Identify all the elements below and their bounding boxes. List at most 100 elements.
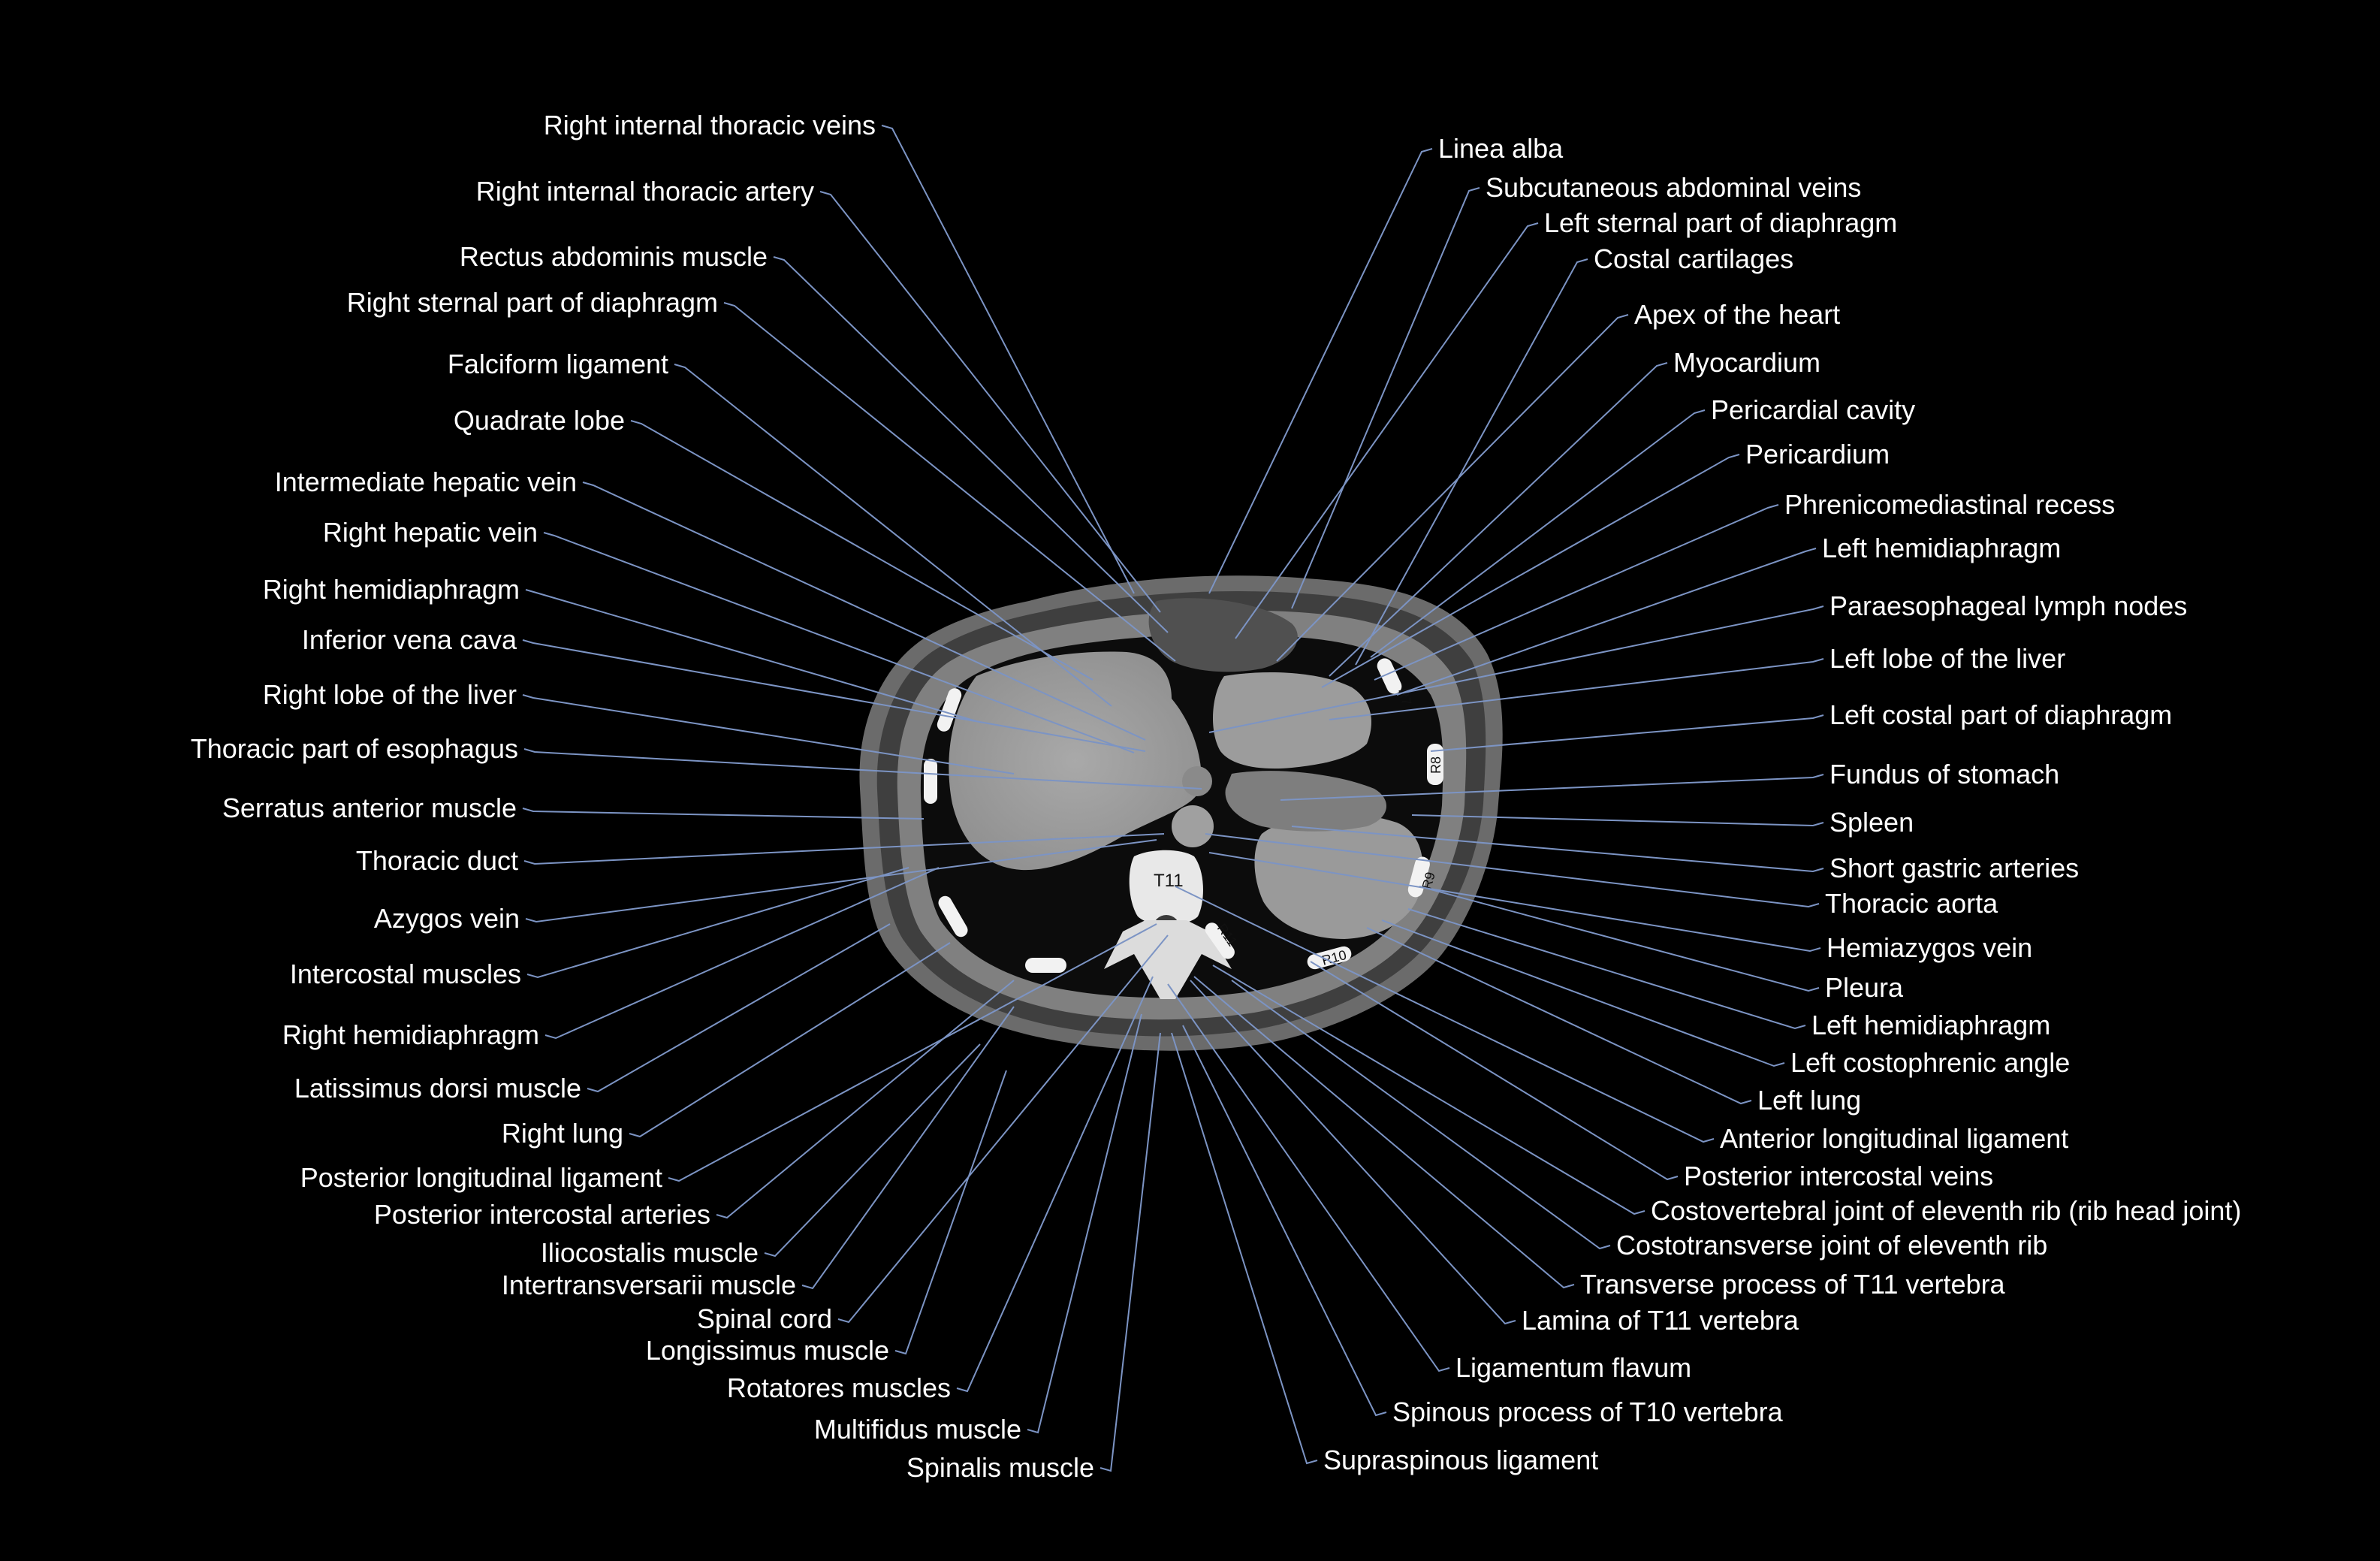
leader-line <box>1411 814 1824 827</box>
anatomy-label: Right internal thoracic artery <box>475 176 814 207</box>
leader-line <box>1321 454 1740 688</box>
leader-line <box>1208 148 1433 594</box>
leader-line <box>522 808 925 820</box>
left-lobe-liver <box>1212 672 1371 769</box>
leader-line <box>894 1070 1007 1355</box>
leader-line <box>1167 983 1450 1372</box>
leader-line <box>526 867 909 979</box>
anatomy-label: Right sternal part of diaphragm <box>346 287 718 318</box>
leader-line <box>773 256 1169 633</box>
anatomy-label: Rotatores muscles <box>726 1372 951 1403</box>
anatomy-label: Left hemidiaphragm <box>1811 1010 2051 1040</box>
leader-line <box>1355 258 1588 666</box>
anatomy-label: Quadrate lobe <box>453 405 625 436</box>
anatomy-label: Intermediate hepatic vein <box>274 466 577 497</box>
leader-line <box>1419 886 1820 992</box>
anatomy-label: Myocardium <box>1673 347 1821 378</box>
anatomy-label: Left costal part of diaphragm <box>1829 699 2173 730</box>
heart <box>1148 598 1298 672</box>
right-rib-2 <box>924 759 937 804</box>
leader-line <box>801 1006 1015 1290</box>
anatomy-label: Left lobe of the liver <box>1829 643 2066 674</box>
anatomy-label: Costovertebral joint of eleventh rib (ri… <box>1651 1195 2242 1226</box>
leader-line <box>1430 714 1824 752</box>
leader-line <box>1212 965 1645 1215</box>
anatomy-label: Supraspinous ligament <box>1323 1445 1599 1475</box>
anatomy-label: Azygos vein <box>373 903 520 934</box>
rib-label-r8: R8 <box>1428 756 1443 774</box>
rib-r11 <box>1205 922 1235 959</box>
anatomy-label: Spleen <box>1829 807 1914 838</box>
anatomy-label: Pericardial cavity <box>1711 394 1916 425</box>
anatomy-label: Anterior longitudinal ligament <box>1720 1123 2069 1154</box>
leader-line <box>716 980 1015 1219</box>
leader-line <box>1276 314 1629 662</box>
right-rib-3 <box>938 895 968 938</box>
anatomy-label: Left hemidiaphragm <box>1822 533 2062 563</box>
anatomy-label: Left costophrenic angle <box>1790 1047 2071 1078</box>
leader-line <box>582 482 1146 741</box>
leader-line <box>1329 362 1668 677</box>
anatomy-label: Rectus abdominis muscle <box>459 241 768 272</box>
anatomy-label: Pericardium <box>1745 439 1890 470</box>
anatomy-label: Falciform ligament <box>447 349 668 379</box>
anatomy-label: Transverse process of T11 vertebra <box>1580 1269 2005 1300</box>
leader-line <box>1175 886 1715 1143</box>
posterior-elements <box>1104 920 1232 999</box>
leader-line <box>1329 658 1824 720</box>
anatomy-label: Costotransverse joint of eleventh rib <box>1616 1230 2048 1261</box>
anatomy-label: Latissimus dorsi muscle <box>294 1073 581 1104</box>
leader-lines <box>522 125 1824 1472</box>
right-rib-4 <box>1025 958 1066 973</box>
anatomy-label: Intercostal muscles <box>289 959 521 989</box>
leader-line <box>544 867 940 1040</box>
leader-line <box>1407 908 1806 1030</box>
anatomy-label: Apex of the heart <box>1634 299 1841 330</box>
leader-line <box>1231 980 1611 1250</box>
anatomy-label: Phrenicomediastinal recess <box>1784 489 2116 520</box>
anatomy-label: Costal cartilages <box>1594 243 1794 274</box>
vertebra-t11 <box>1129 850 1203 925</box>
anatomy-label: Short gastric arteries <box>1829 853 2080 883</box>
anatomy-label: Left sternal part of diaphragm <box>1544 207 1898 238</box>
anatomy-label: Thoracic aorta <box>1825 888 1998 919</box>
anatomy-label: Right hepatic vein <box>322 517 538 548</box>
anatomy-label: Paraesophageal lymph nodes <box>1829 590 2188 621</box>
leader-line <box>1208 605 1824 733</box>
rib-r8 <box>1427 744 1443 785</box>
anatomy-label: Spinal cord <box>696 1303 832 1334</box>
leader-line <box>1182 1025 1387 1417</box>
leader-line <box>1280 774 1824 801</box>
anatomy-label: Longissimus muscle <box>645 1335 889 1366</box>
anatomy-label: Linea alba <box>1438 133 1564 164</box>
leader-line <box>1374 504 1779 681</box>
leader-line <box>1291 187 1480 609</box>
leader-line <box>543 532 1135 753</box>
leader-line <box>1370 409 1706 658</box>
leader-line <box>1366 927 1752 1105</box>
leader-line <box>1235 222 1539 639</box>
leader-line <box>1381 919 1785 1067</box>
rib-r7 <box>1377 658 1402 694</box>
stomach <box>1225 771 1387 832</box>
leader-line <box>525 589 977 722</box>
anatomy-label: Posterior longitudinal ligament <box>300 1162 662 1193</box>
leader-line <box>1027 1013 1142 1434</box>
leader-line <box>668 923 1157 1182</box>
anatomy-label: Spinous process of T10 vertebra <box>1392 1396 1783 1427</box>
anatomy-label: Thoracic part of esophagus <box>190 733 518 764</box>
leader-line <box>525 839 1157 923</box>
anatomy-label: Subcutaneous abdominal veins <box>1486 172 1862 203</box>
leader-line <box>1100 1032 1161 1472</box>
thoracic-aorta <box>1172 805 1214 847</box>
rib-r9 <box>1407 856 1430 898</box>
leader-line <box>629 942 951 1138</box>
anatomy-label: Posterior intercostal arteries <box>373 1199 710 1230</box>
leader-line <box>819 191 1161 613</box>
right-rib-1 <box>937 688 962 732</box>
anatomy-label: Serratus anterior muscle <box>222 793 517 823</box>
anatomy-label: Lamina of T11 vertebra <box>1522 1305 1799 1336</box>
anatomy-label: Thoracic duct <box>355 845 518 876</box>
